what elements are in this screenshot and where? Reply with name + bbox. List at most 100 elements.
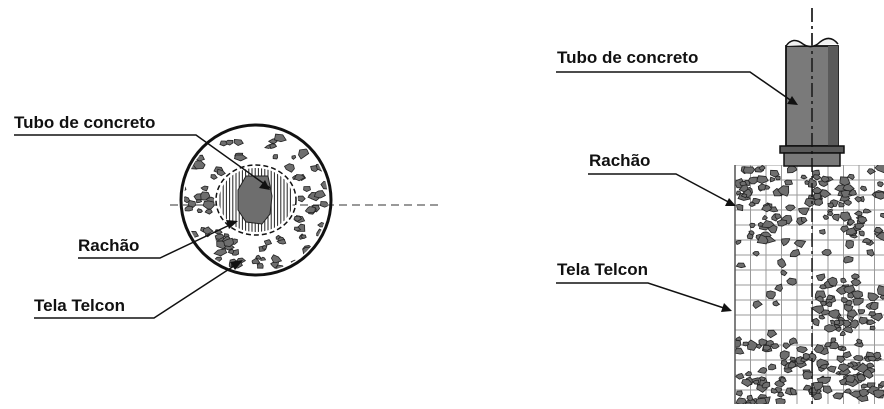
stone-fragment xyxy=(292,156,296,160)
section-mesh-leader xyxy=(556,283,730,310)
stone-fragment xyxy=(743,167,754,174)
stone-fragment xyxy=(736,240,741,244)
stone-fragment xyxy=(234,155,247,161)
stone-fragment xyxy=(846,241,854,249)
stone-fragment xyxy=(194,160,206,169)
plan-label-stone: Rachão xyxy=(78,236,139,255)
stone-fragment xyxy=(767,330,776,338)
stone-fragment xyxy=(805,181,809,185)
stone-fragment xyxy=(791,389,797,395)
section-pipe-shade xyxy=(828,46,838,146)
stone-fragment xyxy=(215,257,222,262)
stone-fragment xyxy=(782,239,790,246)
stone-fragment xyxy=(182,197,189,203)
stone-fragment xyxy=(265,145,271,149)
stone-fragment xyxy=(736,398,746,404)
stone-fragment xyxy=(203,201,214,209)
stone-fragment xyxy=(780,351,789,360)
stone-fragment xyxy=(844,256,854,263)
stone-fragment xyxy=(299,149,309,159)
stone-fragment xyxy=(875,192,884,200)
plan-label-pipe: Tubo de concreto xyxy=(14,113,155,132)
stone-fragment xyxy=(205,209,212,214)
stone-fragment xyxy=(844,200,851,206)
stone-fragment xyxy=(859,231,864,236)
stone-fragment xyxy=(763,216,768,220)
stone-fragment xyxy=(767,291,776,299)
stone-fragment xyxy=(834,320,840,325)
stone-fragment xyxy=(184,206,192,211)
stone-fragment xyxy=(868,293,879,301)
stone-fragment xyxy=(803,371,813,379)
stone-fragment xyxy=(816,274,825,281)
stone-fragment xyxy=(801,175,807,179)
stone-fragment xyxy=(869,312,876,316)
stone-fragment xyxy=(848,219,855,225)
stone-fragment xyxy=(214,249,227,256)
stone-fragment xyxy=(870,326,875,330)
stone-fragment xyxy=(264,240,271,246)
stone-fragment xyxy=(759,166,765,171)
stone-fragment xyxy=(781,270,787,276)
stone-fragment xyxy=(813,318,819,326)
stone-fragment xyxy=(875,164,884,173)
stone-fragment xyxy=(736,263,745,268)
section-stone-leader xyxy=(588,174,734,205)
stone-fragment xyxy=(776,398,786,404)
stone-fragment xyxy=(271,255,281,263)
stone-fragment xyxy=(858,217,867,223)
stone-fragment xyxy=(771,344,779,349)
stone-fragment xyxy=(878,182,884,187)
stone-fragment xyxy=(877,286,884,296)
stone-fragment xyxy=(773,301,780,306)
stone-fragment xyxy=(853,298,864,305)
stone-fragment xyxy=(285,164,295,173)
stone-fragment xyxy=(828,203,834,208)
stone-fragment xyxy=(750,223,755,228)
stone-fragment xyxy=(790,250,800,257)
stone-fragment xyxy=(314,191,325,198)
stone-fragment xyxy=(196,155,204,161)
section-label-pipe: Tubo de concreto xyxy=(557,48,698,67)
stone-fragment xyxy=(234,139,243,145)
stone-fragment xyxy=(794,240,805,247)
stone-fragment xyxy=(787,278,797,285)
stone-fragment xyxy=(746,372,752,377)
plan-pipe-solid xyxy=(238,176,272,224)
section-pipe-leader xyxy=(556,72,796,104)
plan-view: Tubo de concreto Rachão Tela Telcon xyxy=(14,113,440,318)
stone-fragment xyxy=(813,175,821,180)
section-view: Tubo de concreto Rachão Tela Telcon xyxy=(556,8,884,404)
stone-fragment xyxy=(257,264,263,269)
stone-fragment xyxy=(848,174,855,179)
stone-fragment xyxy=(805,198,816,207)
stone-fragment xyxy=(753,380,758,384)
stone-fragment xyxy=(833,393,843,399)
stone-fragment xyxy=(770,170,779,177)
stone-fragment xyxy=(867,363,874,368)
stone-fragment xyxy=(831,338,836,343)
stone-fragment xyxy=(832,214,839,221)
stone-fragment xyxy=(297,196,305,202)
section-label-stone: Rachão xyxy=(589,151,650,170)
stone-fragment xyxy=(840,331,845,336)
stone-fragment xyxy=(736,391,742,396)
stone-fragment xyxy=(843,352,852,358)
stone-fragment xyxy=(852,274,860,279)
stone-fragment xyxy=(790,357,795,361)
stone-fragment xyxy=(860,186,866,191)
stone-fragment xyxy=(758,367,767,373)
stone-fragment xyxy=(736,337,742,341)
stone-fragment xyxy=(778,392,784,397)
stone-fragment xyxy=(823,386,832,394)
stone-fragment xyxy=(785,180,793,185)
plan-label-mesh: Tela Telcon xyxy=(34,296,125,315)
stone-fragment xyxy=(759,184,766,190)
stone-fragment xyxy=(840,177,850,186)
stone-fragment xyxy=(844,389,852,394)
stone-fragment xyxy=(318,222,325,227)
stone-fragment xyxy=(217,169,225,176)
stone-fragment xyxy=(737,204,743,210)
stone-fragment xyxy=(858,310,865,314)
stone-fragment xyxy=(747,340,757,350)
